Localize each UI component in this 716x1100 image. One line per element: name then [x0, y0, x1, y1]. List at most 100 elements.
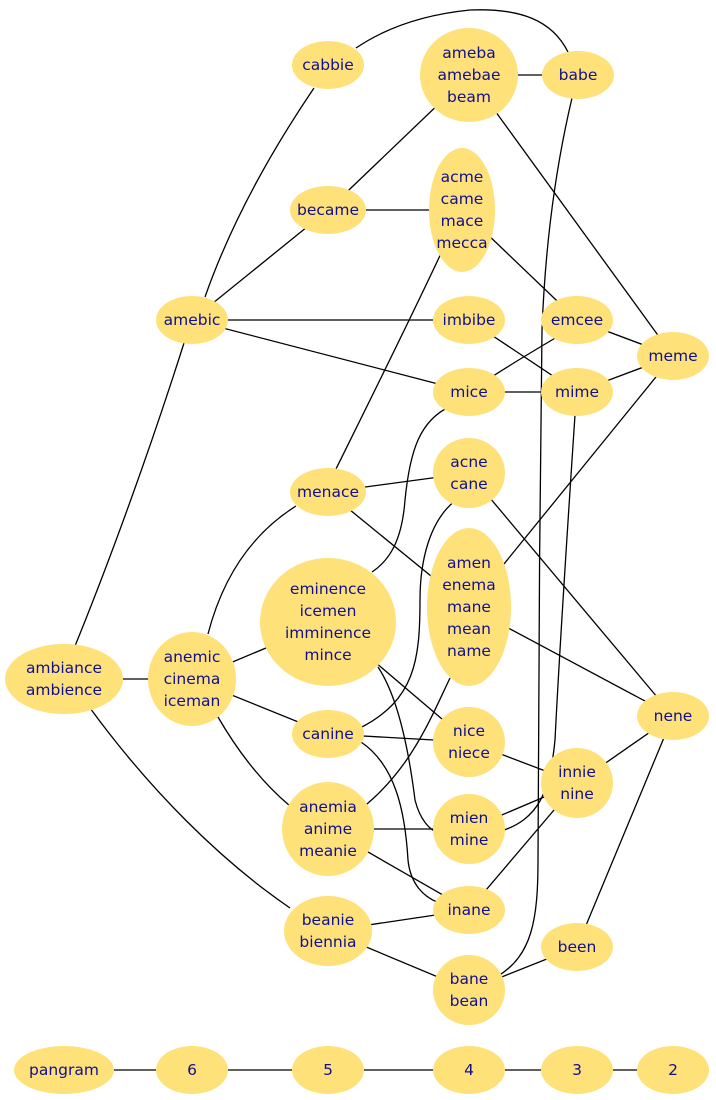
edge-eminence-mien: [377, 666, 438, 833]
node-meme: meme: [637, 332, 709, 380]
edge-ambiance-beanie: [89, 707, 291, 909]
edge-babe-bane: [497, 97, 573, 977]
node-label: amebae: [437, 66, 500, 84]
node-label: mime: [555, 383, 599, 401]
node-n2: 2: [637, 1046, 709, 1094]
edge-acne-nene: [468, 472, 674, 717]
node-label: canine: [302, 725, 354, 743]
node-pangram: pangram: [14, 1046, 114, 1094]
edge-nene-been: [576, 715, 674, 948]
node-label: mace: [441, 212, 484, 230]
node-ellipse: [433, 368, 505, 416]
node-label: anemia: [299, 798, 357, 816]
node-ellipse: [420, 28, 518, 122]
node-label: nene: [654, 707, 693, 725]
node-label: mice: [450, 383, 487, 401]
node-ellipse: [260, 558, 396, 686]
node-ellipse: [541, 368, 613, 416]
edge-acme-menace: [335, 246, 445, 470]
edge-mime-mien: [497, 414, 576, 833]
node-imbibe: imbibe: [433, 296, 505, 344]
node-label: name: [447, 642, 491, 660]
node-n5: 5: [292, 1046, 364, 1094]
node-nene: nene: [637, 692, 709, 740]
node-label: pangram: [29, 1061, 99, 1079]
edges-layer: [64, 9, 674, 1071]
node-label: menace: [297, 483, 359, 501]
node-menace: menace: [290, 468, 366, 516]
node-label: mine: [450, 831, 489, 849]
edge-cabbie-babe: [355, 9, 569, 53]
node-ellipse: [637, 332, 709, 380]
node-ellipse: [433, 794, 505, 864]
node-n6: 6: [156, 1046, 228, 1094]
node-label: ambience: [26, 681, 102, 699]
node-label: iceman: [164, 692, 221, 710]
node-label: 4: [464, 1061, 474, 1079]
node-label: beanie: [302, 911, 355, 929]
node-mice: mice: [433, 368, 505, 416]
node-ellipse: [541, 1046, 613, 1094]
node-n3: 3: [541, 1046, 613, 1094]
node-label: became: [297, 201, 359, 219]
node-mien: mien mine: [433, 794, 505, 864]
node-label: icemen: [300, 602, 357, 620]
node-label: niece: [448, 744, 490, 762]
node-ellipse: [429, 148, 495, 272]
node-ellipse: [433, 955, 505, 1025]
node-ellipse: [290, 468, 366, 516]
node-label: cabbie: [302, 56, 354, 74]
node-ellipse: [148, 632, 236, 726]
node-ellipse: [542, 51, 614, 99]
node-label: acme: [441, 168, 484, 186]
node-label: bane: [450, 970, 489, 988]
edge-amebic-mice: [191, 319, 470, 393]
node-label: anime: [304, 820, 352, 838]
edge-amebic-ambiance: [74, 342, 185, 647]
node-label: mecca: [436, 234, 487, 252]
node-ellipse: [637, 1046, 709, 1094]
node-ellipse: [541, 923, 613, 971]
node-label: nice: [453, 722, 485, 740]
node-mime: mime: [541, 368, 613, 416]
edge-mice-eminence: [371, 405, 452, 573]
node-ellipse: [433, 886, 505, 934]
node-label: amen: [447, 554, 491, 572]
node-label: anemic: [164, 648, 221, 666]
edge-anemic-anemia: [217, 716, 291, 807]
node-label: cinema: [164, 670, 221, 688]
node-label: enema: [442, 576, 496, 594]
node-ellipse: [292, 1046, 364, 1094]
node-ellipse: [284, 896, 372, 966]
node-label: biennia: [299, 933, 356, 951]
node-canine: canine: [292, 710, 364, 758]
node-label: mien: [450, 809, 489, 827]
node-label: imbibe: [443, 311, 496, 329]
node-ellipse: [282, 782, 374, 876]
node-nice: nice niece: [433, 707, 505, 777]
node-label: been: [558, 938, 597, 956]
node-label: mean: [447, 620, 491, 638]
node-n4: 4: [433, 1046, 505, 1094]
edge-amen-anemia: [361, 677, 451, 809]
node-label: acne: [450, 453, 487, 471]
nodes-layer: cabbieamebaamebaebeambabebecameacmecamem…: [5, 28, 709, 1094]
node-acne: acne cane: [433, 438, 505, 508]
node-been: been: [541, 923, 613, 971]
node-inane: inane: [433, 886, 505, 934]
node-ellipse: [156, 1046, 228, 1094]
node-label: 6: [187, 1061, 197, 1079]
node-cabbie: cabbie: [292, 41, 364, 89]
node-anemic: anemic cinema iceman: [148, 632, 236, 726]
node-label: cane: [450, 475, 487, 493]
node-babe: babe: [542, 51, 614, 99]
node-ellipse: [290, 186, 366, 234]
node-ellipse: [292, 710, 364, 758]
node-ellipse: [541, 748, 613, 818]
